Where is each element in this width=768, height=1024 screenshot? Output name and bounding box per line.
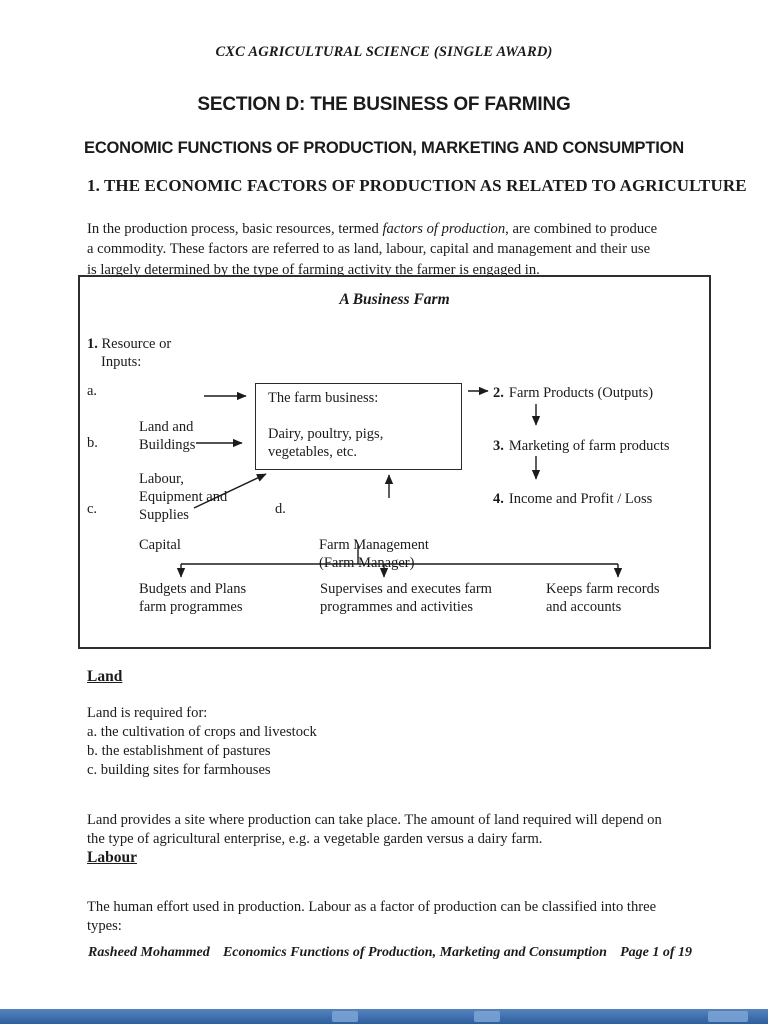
input-letter-a: a. — [87, 383, 98, 399]
input-letter-d: d. — [275, 501, 286, 517]
footer-doc-title: Economics Functions of Production, Marke… — [222, 945, 607, 960]
output-item-marketing: 3.Marketing of farm products — [493, 437, 670, 455]
input-letter-b: b. — [87, 435, 98, 451]
manager-task-supervises: Supervises and executes farm programmes … — [320, 581, 492, 615]
input-text-land: Land and Buildings — [139, 419, 196, 453]
footer-author: Rasheed Mohammed — [88, 945, 210, 960]
manager-task-records: Keeps farm records and accounts — [546, 581, 660, 615]
labour-paragraph: The human effort used in production. Lab… — [87, 898, 657, 935]
diagram-title: A Business Farm — [339, 291, 450, 308]
output-item-income: 4.Income and Profit / Loss — [493, 490, 652, 508]
input-item-land: a. Land and Buildings — [87, 382, 195, 454]
intro-text-italic: factors of production — [382, 220, 506, 237]
output-text-products: Farm Products (Outputs) — [508, 385, 654, 401]
output-number-2: 2. — [493, 385, 504, 401]
land-paragraph: Land provides a site where production ca… — [87, 811, 662, 848]
viewer-toolbar-segment-icon — [708, 1011, 748, 1022]
running-header: CXC AGRICULTURAL SCIENCE (SINGLE AWARD) — [215, 44, 553, 60]
viewer-toolbar-segment-icon — [474, 1011, 500, 1022]
intro-text-after: , are combined to produce a commodity. T… — [87, 220, 658, 278]
page-subtitle: ECONOMIC FUNCTIONS OF PRODUCTION, MARKET… — [84, 139, 684, 157]
section-heading: 1. THE ECONOMIC FACTORS OF PRODUCTION AS… — [87, 176, 747, 195]
input-item-management: d. Farm Management (Farm Manager) — [275, 500, 429, 572]
input-item-capital: c. Capital — [87, 500, 181, 554]
intro-paragraph: In the production process, basic resourc… — [87, 219, 687, 281]
viewer-toolbar-strip[interactable] — [0, 1009, 768, 1024]
input-text-labour: Labour, Equipment and Supplies — [139, 471, 228, 523]
input-item-labour: b. Labour, Equipment and Supplies — [87, 434, 227, 524]
input-letter-c: c. — [87, 501, 98, 517]
output-text-income: Income and Profit / Loss — [508, 491, 653, 507]
resource-inputs-label: 1. Resource or Inputs: — [87, 335, 171, 371]
page-footer: Rasheed Mohammed Economics Functions of … — [88, 945, 692, 961]
input-text-capital: Capital — [139, 537, 181, 553]
farm-business-box: The farm business: Dairy, poultry, pigs,… — [255, 383, 462, 470]
arrow-capital-to-farm-icon — [193, 473, 267, 509]
diagram-arrows — [176, 386, 623, 578]
output-item-products: 2.Farm Products (Outputs) — [493, 384, 653, 402]
output-number-3: 3. — [493, 438, 504, 454]
resource-line2: Inputs: — [101, 354, 142, 370]
intro-text-before: In the production process, basic resourc… — [87, 220, 383, 237]
land-heading: Land — [87, 668, 123, 685]
viewer-toolbar-segment-icon — [332, 1011, 358, 1022]
resource-number: 1. — [87, 336, 98, 352]
output-text-marketing: Marketing of farm products — [508, 438, 670, 454]
land-requirements-list: Land is required for: a. the cultivation… — [87, 705, 317, 778]
business-farm-diagram: A Business Farm 1. Resource or Inputs: a… — [78, 275, 711, 649]
footer-page-number: Page 1 of 19 — [620, 945, 692, 960]
labour-heading: Labour — [87, 849, 137, 866]
resource-line1: Resource or — [101, 336, 172, 352]
input-text-management: Farm Management (Farm Manager) — [319, 537, 429, 571]
page-title: SECTION D: THE BUSINESS OF FARMING — [197, 94, 571, 115]
manager-task-budgets: Budgets and Plans farm programmes — [139, 581, 247, 615]
output-number-4: 4. — [493, 491, 504, 507]
